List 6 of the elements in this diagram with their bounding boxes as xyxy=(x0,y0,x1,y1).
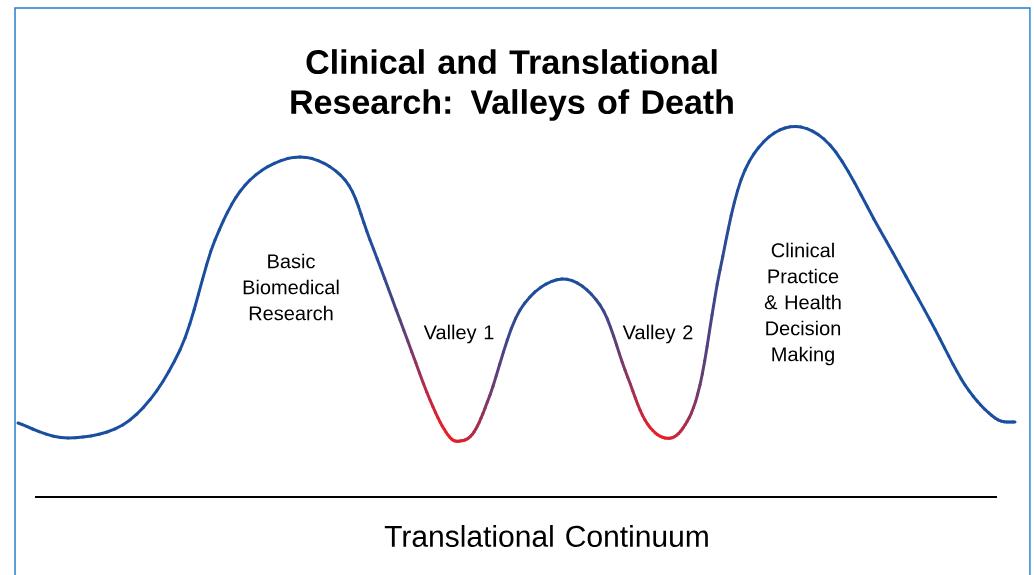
region-label: Clinical Practice & Health Decision Making xyxy=(764,242,841,366)
title: Clinical and Translational Research: Valleys of Death xyxy=(291,49,733,121)
valley-label: Valley 1 xyxy=(423,324,494,344)
valley-label: Valley 2 xyxy=(622,324,693,344)
region-label: Basic Biomedical Research xyxy=(243,253,339,321)
axis-label: Translational Continuum xyxy=(384,525,708,547)
